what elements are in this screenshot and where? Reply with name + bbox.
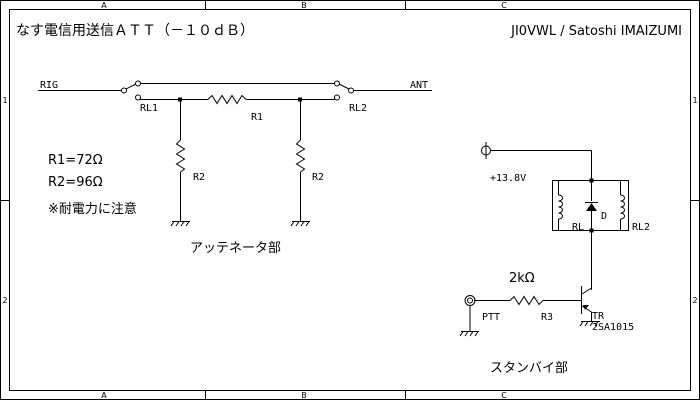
r2-left-label: R2 <box>193 172 205 183</box>
ptt-label: PTT <box>482 312 500 323</box>
frame-marker-top-a: A <box>101 1 107 10</box>
frame-marker-top-b: B <box>301 1 307 10</box>
power-rating-note: ※耐電力に注意 <box>48 201 137 217</box>
frame-marker-bottom-b: B <box>301 391 307 400</box>
ant-label: ANT <box>410 80 428 91</box>
standby-wiring <box>459 142 629 337</box>
r2-right-label: R2 <box>312 172 324 183</box>
frame-marker-bottom-c: C <box>501 391 507 400</box>
diode-label: D <box>601 211 607 222</box>
rl-label: RL <box>572 222 584 233</box>
frame-marker-left-1: 1 <box>2 96 7 105</box>
frame-marker-bottom-a: A <box>101 391 107 400</box>
attenuator-section-label: アッテネータ部 <box>190 241 281 256</box>
drawing-title: なす電信用送信ＡＴＴ（－１０ｄＢ） <box>16 23 254 39</box>
tr-label: TR <box>592 311 605 322</box>
r2-value-note: R2=96Ω <box>48 175 103 190</box>
frame-marker-left-2: 2 <box>2 296 7 305</box>
rl1-label: RL1 <box>140 103 158 114</box>
standby-section-label: スタンバイ部 <box>490 361 568 376</box>
supply-voltage-label: +13.8V <box>490 173 526 184</box>
drawing-author: JI0VWL / Satoshi IMAIZUMI <box>510 24 682 39</box>
r1-label: R1 <box>251 112 263 123</box>
frame-marker-right-1: 1 <box>692 96 697 105</box>
tr-part-label: 2SA1015 <box>592 322 634 333</box>
r1-value-note: R1=72Ω <box>48 153 103 168</box>
r3-label: R3 <box>541 312 553 323</box>
rl2-coil-label: RL2 <box>632 222 650 233</box>
frame-marker-top-c: C <box>501 1 507 10</box>
rl2-label: RL2 <box>349 103 367 114</box>
r3-value-label: 2kΩ <box>509 271 535 286</box>
frame-marker-right-2: 2 <box>692 296 697 305</box>
rig-label: RIG <box>40 80 58 91</box>
attenuator-wiring <box>38 80 432 227</box>
